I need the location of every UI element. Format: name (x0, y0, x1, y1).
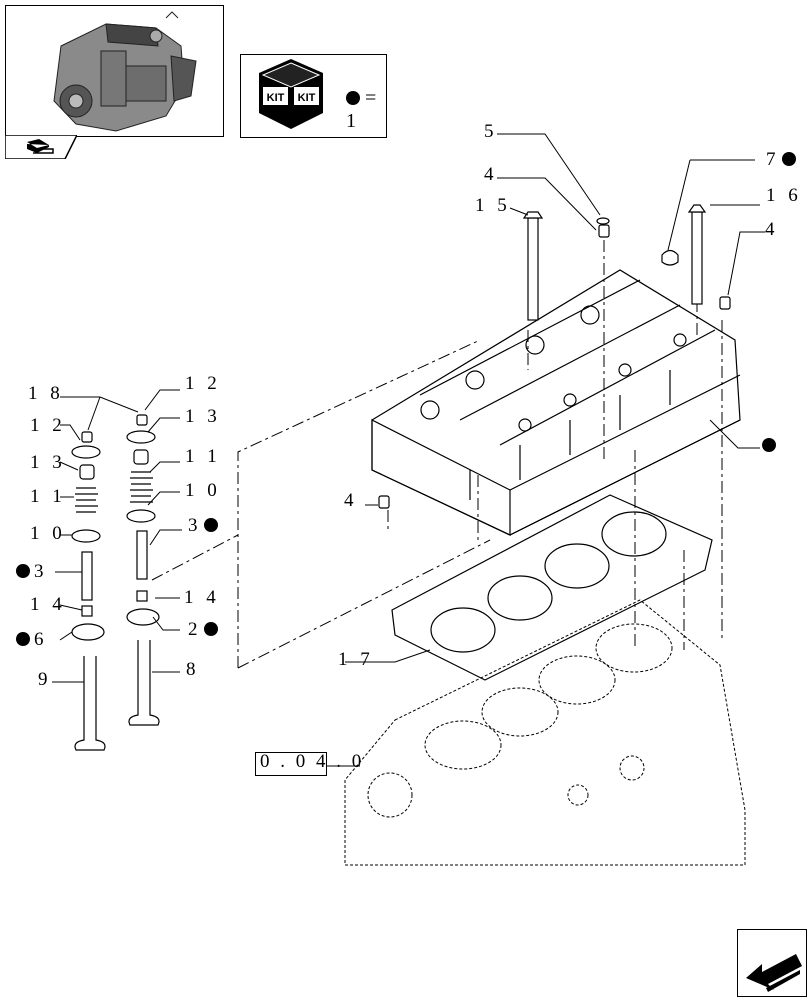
callout-number: 2 (188, 619, 202, 640)
callout-number: 1 2 (185, 373, 221, 394)
callout-10-right: 1 0 (185, 481, 221, 501)
thumbnail-tab[interactable] (5, 135, 77, 159)
callout-12-left: 1 2 (30, 416, 66, 436)
engine-thumbnail[interactable] (5, 5, 224, 137)
callout-number: 5 (484, 121, 498, 142)
callout-number: 7 (766, 149, 780, 170)
callout-number: 6 (34, 629, 48, 650)
kit-dot-icon (203, 622, 218, 636)
engine-thumbnail-image (53, 11, 197, 132)
callout-number: 1 7 (338, 649, 374, 670)
head-gasket[interactable] (391, 494, 713, 681)
kit-legend-box: KIT KIT = 1 (240, 54, 387, 138)
callout-number: 1 0 (30, 523, 66, 544)
cylinder-head[interactable] (371, 269, 741, 536)
callout-10-left: 1 0 (30, 524, 66, 544)
valve-parts-right[interactable] (126, 414, 160, 726)
callout-4-c: 4 (344, 491, 358, 511)
reference-link-box[interactable] (255, 752, 327, 776)
valve-parts-left[interactable] (71, 431, 106, 751)
kit-icon: KIT KIT (259, 59, 323, 129)
callout-14-left: 1 4 (30, 595, 66, 615)
callout-9: 9 (38, 670, 52, 690)
callout-number: 1 4 (184, 587, 220, 608)
callout-4-a: 4 (484, 165, 498, 185)
callout-number: 1 3 (185, 406, 221, 427)
callout-number: 3 (188, 515, 202, 536)
arrow-back-icon (746, 954, 802, 992)
kit-legend-text: = 1 (346, 87, 377, 132)
callout-11-right: 1 1 (185, 447, 221, 467)
callout-number: 1 1 (185, 446, 221, 467)
callout-13-left: 1 3 (30, 453, 66, 473)
kit-dot-icon (16, 632, 30, 646)
callout-5: 5 (484, 122, 498, 142)
callout-7: 7 (766, 150, 796, 170)
callout-number: 1 3 (30, 452, 66, 473)
callout-12-right: 1 2 (185, 374, 221, 394)
engine-block (344, 599, 746, 866)
callout-number: 4 (344, 490, 358, 511)
kit-dot-icon (203, 518, 218, 532)
kit-label-left: KIT (267, 92, 285, 104)
callout-6: 6 (16, 630, 48, 650)
callout-8: 8 (186, 660, 200, 680)
kit-dot-icon (16, 564, 30, 578)
callout-11-left: 1 1 (30, 487, 66, 507)
kit-label-right: KIT (298, 92, 316, 104)
callout-14-right: 1 4 (184, 588, 220, 608)
callout-4-b: 4 (765, 220, 779, 240)
callout-2: 2 (188, 620, 218, 640)
callout-number: 1 6 (766, 185, 802, 206)
kit-dot-icon (346, 91, 360, 105)
callout-13-right: 1 3 (185, 407, 221, 427)
callout-number: 9 (38, 669, 52, 690)
kit-dot-icon (762, 438, 776, 452)
book-icon (5, 135, 77, 159)
leader-lines (52, 133, 765, 767)
callout-number: 1 5 (475, 195, 511, 216)
callout-16: 1 6 (766, 186, 802, 206)
callout-number: 1 1 (30, 486, 66, 507)
callout-18: 1 8 (28, 384, 64, 404)
callout-number: 4 (765, 219, 779, 240)
callout-number: 8 (186, 659, 200, 680)
callout-number: 1 4 (30, 594, 66, 615)
kit-legend: = 1 (346, 87, 386, 133)
kit-dot-icon (781, 152, 796, 166)
callout-number: 3 (34, 561, 48, 582)
reference-code[interactable]: 0 . 0 4 . 0 (260, 751, 365, 772)
navigation-button[interactable] (737, 929, 807, 997)
callout-number: 1 0 (185, 480, 221, 501)
assembly-lines (151, 240, 723, 669)
callout-15: 1 5 (475, 196, 511, 216)
callout-head-kit (762, 436, 776, 456)
callout-17: 1 7 (338, 650, 374, 670)
head-bolts[interactable] (378, 204, 731, 509)
callout-number: 1 8 (28, 383, 64, 404)
callout-3-right: 3 (188, 516, 218, 536)
callout-number: 4 (484, 164, 498, 185)
callout-number: 1 2 (30, 415, 66, 436)
callout-3-left: 3 (16, 562, 48, 582)
